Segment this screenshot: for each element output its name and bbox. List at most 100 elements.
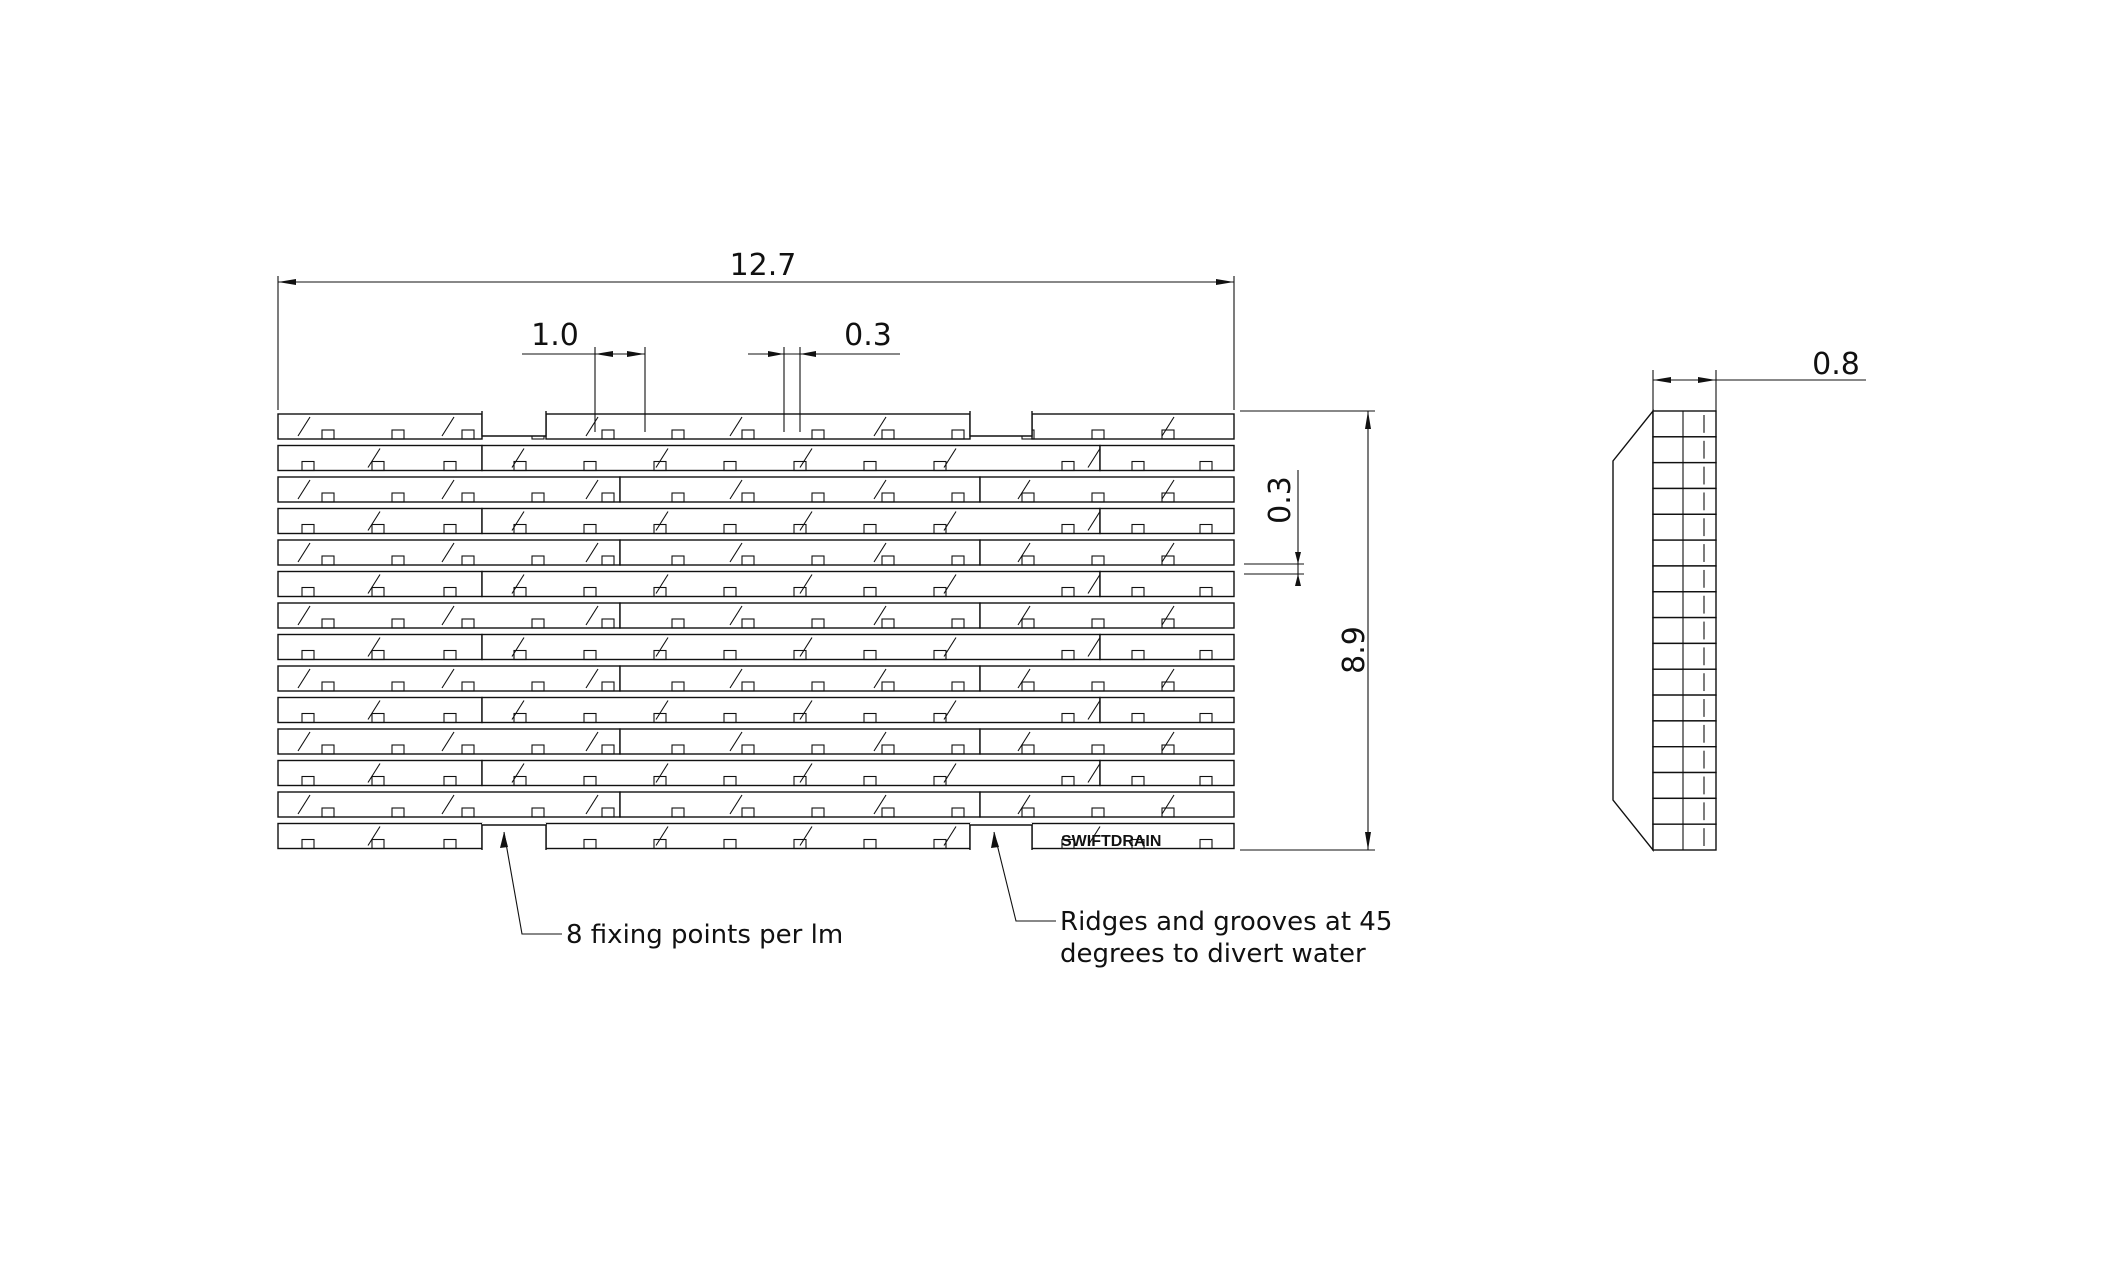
side-ridge — [1652, 487, 1717, 515]
fixing-tab — [723, 586, 737, 598]
fixing-tab — [881, 807, 895, 818]
diagonal-groove — [297, 416, 311, 437]
fixing-tab — [881, 618, 895, 629]
diagonal-groove — [441, 605, 455, 626]
fixing-notch-outline — [481, 411, 547, 437]
ridge-bar — [619, 602, 981, 629]
diagonal-groove — [655, 637, 669, 657]
fixing-tab — [863, 649, 877, 661]
ridge-bar — [1099, 444, 1235, 472]
fixing-tab — [933, 712, 947, 724]
fixing-tab — [653, 649, 667, 661]
fixing-tab — [863, 838, 877, 850]
side-ridge — [1652, 642, 1717, 670]
fixing-tab — [933, 649, 947, 661]
fixing-tab — [1021, 681, 1035, 692]
fixing-tab — [531, 681, 545, 692]
side-view-profile — [1612, 409, 1717, 852]
ridge-pitch-dimension — [1244, 470, 1304, 586]
diagonal-groove — [441, 416, 455, 437]
diagonal-groove — [297, 668, 311, 689]
fixing-notch — [970, 823, 1032, 853]
ridge-pitch-label: 0.3 — [1263, 476, 1298, 524]
fixing-tab — [601, 618, 615, 629]
fixing-tab — [391, 555, 405, 566]
fixing-tab — [531, 744, 545, 755]
fixing-tab — [811, 555, 825, 566]
overall-height-dimension — [1240, 410, 1375, 851]
fixing-tab — [1199, 838, 1213, 850]
fixing-tab — [1199, 586, 1213, 598]
fixing-tab — [1199, 523, 1213, 535]
fixing-tab — [793, 775, 807, 787]
fixing-tab — [601, 744, 615, 755]
fixing-tab — [671, 681, 685, 692]
ridge-bar — [481, 444, 1101, 472]
diagonal-groove — [367, 700, 381, 720]
diagonal-groove — [1087, 448, 1101, 468]
fixing-tab — [531, 492, 545, 503]
fixing-tab — [583, 838, 597, 850]
ridge-bar — [277, 822, 483, 850]
fixing-tab — [1061, 775, 1075, 787]
fixing-tab — [933, 775, 947, 787]
side-bevel — [1612, 409, 1654, 852]
ridge-bar — [1031, 413, 1235, 440]
ridge-bar — [619, 476, 981, 503]
thickness-dimension — [1652, 370, 1866, 412]
diagonal-groove — [297, 542, 311, 563]
fixing-tab — [793, 523, 807, 535]
diagonal-groove — [585, 416, 599, 437]
fixing-tab — [811, 807, 825, 818]
fixing-tab — [793, 838, 807, 850]
fixing-tab — [443, 586, 457, 598]
fixing-tab — [321, 618, 335, 629]
ridge-bar — [1099, 570, 1235, 598]
fixing-tab — [671, 429, 685, 440]
ridge-bar — [481, 633, 1101, 661]
ridge-bar — [277, 759, 483, 787]
diagonal-groove — [799, 574, 813, 594]
fixing-tab — [951, 744, 965, 755]
ridge-bar — [277, 539, 621, 566]
fixing-tab — [443, 523, 457, 535]
diagonal-groove — [367, 574, 381, 594]
fixing-tab — [811, 429, 825, 440]
fixing-tab — [301, 586, 315, 598]
fixing-tab — [863, 775, 877, 787]
diagonal-groove — [585, 794, 599, 815]
fixing-tab — [741, 429, 755, 440]
diagonal-groove — [729, 542, 743, 563]
fixing-tab — [951, 492, 965, 503]
diagonal-groove — [873, 416, 887, 437]
fixing-tab — [863, 586, 877, 598]
side-ridge — [1652, 410, 1717, 438]
overall-length-dimension — [277, 276, 1235, 410]
ridge-note-line1: Ridges and grooves at 45 — [1060, 907, 1392, 937]
fixing-tab — [1061, 712, 1075, 724]
fixing-notch-outline — [481, 824, 547, 850]
diagonal-groove — [873, 542, 887, 563]
diagonal-groove — [655, 763, 669, 783]
fixing-tab — [1131, 775, 1145, 787]
fixing-tab — [321, 429, 335, 440]
ridge-bar — [277, 728, 621, 755]
ridge-bar — [481, 507, 1101, 535]
diagonal-groove — [655, 826, 669, 846]
fixing-tab — [391, 429, 405, 440]
fixing-tab — [653, 838, 667, 850]
diagonal-groove — [1017, 479, 1031, 500]
fixing-notch-outline — [969, 824, 1033, 850]
fixing-tab — [881, 429, 895, 440]
fixing-tab — [583, 460, 597, 472]
fixing-tab — [881, 555, 895, 566]
fixing-tab — [321, 555, 335, 566]
diagonal-groove — [441, 668, 455, 689]
fixing-tab — [1061, 460, 1075, 472]
fixing-tab — [1199, 649, 1213, 661]
diagonal-groove — [1087, 511, 1101, 531]
ridge-bar — [1099, 633, 1235, 661]
fixing-tab — [443, 649, 457, 661]
side-ridge — [1652, 668, 1717, 696]
diagonal-groove — [799, 637, 813, 657]
